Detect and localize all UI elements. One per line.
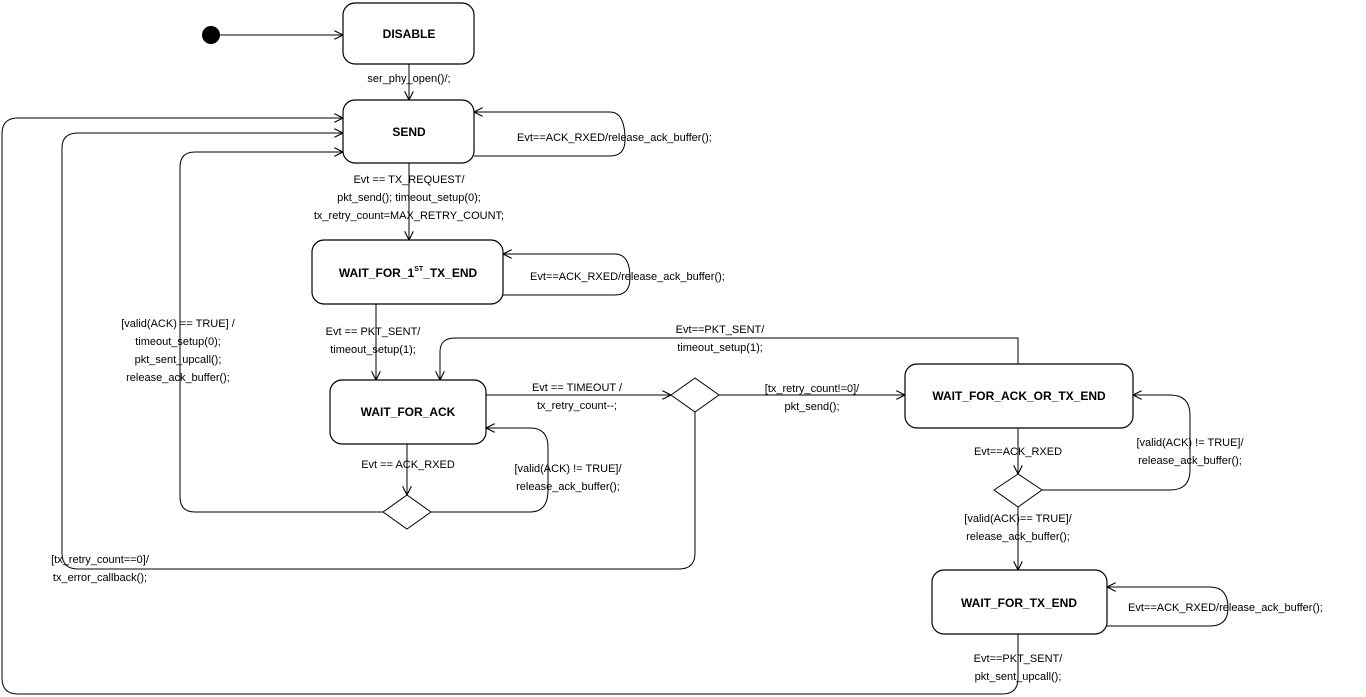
state-wait-for-ack-or-tx-end: WAIT_FOR_ACK_OR_TX_END: [904, 363, 1134, 429]
svg-text:pkt_send();: pkt_send();: [784, 401, 839, 413]
state-wait-for-ack: WAIT_FOR_ACK: [329, 379, 487, 445]
edge-wait1-self: [503, 254, 631, 296]
svg-text:tx_retry_count--;: tx_retry_count--;: [537, 400, 617, 412]
svg-text:WAIT_FOR_ACK_OR_TX_END: WAIT_FOR_ACK_OR_TX_END: [932, 389, 1106, 403]
svg-text:[tx_retry_count!=0]/: [tx_retry_count!=0]/: [765, 383, 860, 395]
label-send-self: Evt==ACK_RXED/release_ack_buffer();: [517, 132, 712, 144]
label-waitackortx-to-waitack: Evt==PKT_SENT/ timeout_setup(1);: [676, 324, 766, 354]
svg-text:release_ack_buffer();: release_ack_buffer();: [1138, 455, 1242, 467]
svg-text:[valid(ACK)== TRUE]/: [valid(ACK)== TRUE]/: [964, 513, 1072, 525]
label-choice2-valid-to-send: [valid(ACK) == TRUE] / timeout_setup(0);…: [121, 318, 235, 384]
svg-text:WAIT_FOR_1ST_TX_END: WAIT_FOR_1ST_TX_END: [339, 266, 478, 280]
edge-waitackortx-to-waitack: [440, 337, 1019, 380]
svg-text:[tx_retry_count==0]/: [tx_retry_count==0]/: [51, 554, 150, 566]
edge-waittxend-to-send: [1, 118, 1019, 695]
svg-text:Evt == PKT_SENT/: Evt == PKT_SENT/: [326, 326, 422, 338]
svg-text:WAIT_FOR_ACK: WAIT_FOR_ACK: [361, 405, 456, 419]
label-waittxend-to-send: Evt==PKT_SENT/ pkt_sent_upcall();: [974, 653, 1064, 683]
state-wait-for-first-tx-end: WAIT_FOR_1ST_TX_END: [311, 239, 504, 305]
svg-text:[valid(ACK) != TRUE]/: [valid(ACK) != TRUE]/: [514, 463, 622, 475]
choice-timeout: [670, 377, 720, 413]
label-retry-zero-to-send: [tx_retry_count==0]/ tx_error_callback()…: [51, 554, 150, 584]
initial-state: [202, 26, 220, 44]
svg-text:release_ack_buffer();: release_ack_buffer();: [516, 481, 620, 493]
svg-text:tx_error_callback();: tx_error_callback();: [53, 572, 147, 584]
svg-text:timeout_setup(1);: timeout_setup(1);: [330, 344, 416, 356]
choice-ack-valid: [382, 494, 432, 530]
svg-text:release_ack_buffer();: release_ack_buffer();: [126, 372, 230, 384]
edge-waittxend-self: [1107, 587, 1229, 627]
label-waitack-to-choice2: Evt == ACK_RXED: [361, 459, 455, 471]
label-waitack-to-choice: Evt == TIMEOUT / tx_retry_count--;: [532, 382, 623, 412]
svg-text:tx_retry_count=MAX_RETRY_COUNT: tx_retry_count=MAX_RETRY_COUNT;: [314, 210, 504, 222]
svg-text:pkt_sent_upcall();: pkt_sent_upcall();: [135, 354, 222, 366]
edge-choice2-invalid: [431, 428, 549, 513]
edge-retry-zero-to-send: [61, 133, 696, 570]
label-choice3-valid: [valid(ACK)== TRUE]/ release_ack_buffer(…: [964, 513, 1072, 543]
state-disable: DISABLE: [342, 2, 475, 65]
label-wait1-to-waitack: Evt == PKT_SENT/ timeout_setup(1);: [326, 326, 422, 356]
edge-send-self: [474, 112, 626, 157]
label-init-to-send: ser_phy_open()/;: [367, 73, 450, 85]
svg-text:Evt == TIMEOUT /: Evt == TIMEOUT /: [532, 382, 623, 394]
label-choice3-invalid: [valid(ACK) != TRUE]/ release_ack_buffer…: [1136, 437, 1244, 467]
svg-text:timeout_setup(1);: timeout_setup(1);: [677, 342, 763, 354]
label-send-to-wait1: Evt == TX_REQUEST/ pkt_send(); timeout_s…: [314, 174, 504, 222]
svg-text:release_ack_buffer();: release_ack_buffer();: [966, 531, 1070, 543]
label-wait1-self: Evt==ACK_RXED/release_ack_buffer();: [530, 271, 725, 283]
svg-text:Evt==PKT_SENT/: Evt==PKT_SENT/: [676, 324, 766, 336]
svg-text:SEND: SEND: [392, 125, 426, 139]
label-choice-to-waitackortx: [tx_retry_count!=0]/ pkt_send();: [765, 383, 860, 413]
svg-text:timeout_setup(0);: timeout_setup(0);: [135, 336, 221, 348]
svg-text:DISABLE: DISABLE: [383, 27, 436, 41]
svg-text:WAIT_FOR_TX_END: WAIT_FOR_TX_END: [961, 596, 1077, 610]
svg-text:Evt == TX_REQUEST/: Evt == TX_REQUEST/: [353, 174, 465, 186]
edge-choice2-valid-to-send: [179, 152, 383, 513]
svg-text:pkt_sent_upcall();: pkt_sent_upcall();: [975, 671, 1062, 683]
svg-text:pkt_send(); timeout_setup(0);: pkt_send(); timeout_setup(0);: [337, 192, 481, 204]
svg-text:[valid(ACK) != TRUE]/: [valid(ACK) != TRUE]/: [1136, 437, 1244, 449]
label-choice2-invalid: [valid(ACK) != TRUE]/ release_ack_buffer…: [514, 463, 622, 493]
label-waitackortx-to-choice3: Evt==ACK_RXED: [974, 446, 1062, 458]
label-waittxend-self: Evt==ACK_RXED/release_ack_buffer();: [1128, 602, 1323, 614]
choice-ack-valid-2: [993, 473, 1043, 508]
state-wait-for-tx-end: WAIT_FOR_TX_END: [931, 569, 1108, 635]
state-send: SEND: [342, 99, 475, 164]
svg-text:[valid(ACK) == TRUE] /: [valid(ACK) == TRUE] /: [121, 318, 235, 330]
svg-text:Evt==PKT_SENT/: Evt==PKT_SENT/: [974, 653, 1064, 665]
edge-choice3-invalid: [1042, 395, 1191, 491]
